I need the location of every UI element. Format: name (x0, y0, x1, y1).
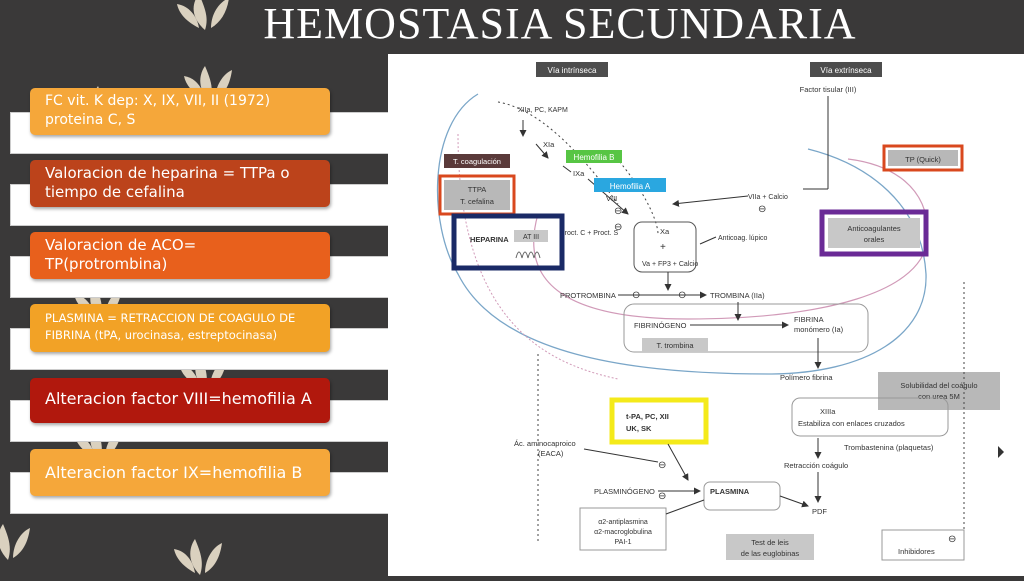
xiiia-label: XIIIa (820, 407, 836, 416)
list-item-plasmina: PLASMINA = RETRACCION DE COAGULO DE FIBR… (30, 304, 330, 352)
xiia-label: XIIa, PC, KAPM (518, 107, 568, 114)
pai-label: PAI-1 (615, 539, 632, 546)
ttpa-box (444, 180, 510, 210)
anticoag-orales-label: Anticoagulantes (847, 224, 901, 233)
antiplasmina-label: α2-antiplasmina (598, 519, 648, 526)
list-item-hemofilia-a: Alteracion factor VIII=hemofilia A (30, 378, 330, 423)
heparina-highlight-box (451, 213, 565, 271)
inhibitor-icon: ⊖ (658, 491, 666, 502)
t-trombina-label: T. trombina (656, 341, 694, 350)
xiiia-desc-label: Estabiliza con enlaces cruzados (798, 419, 905, 428)
inhibitor-icon: ⊖ (658, 460, 666, 471)
t-coagulacion-tag (444, 154, 510, 168)
list-item-heparina: Valoracion de heparina = TTPa o tiempo d… (30, 160, 330, 207)
heparina-label: HEPARINA (470, 235, 509, 244)
via-extrinseca-label: Vía extrínseca (820, 66, 872, 75)
prothrombinase-box (633, 221, 697, 273)
tp-quick-label: TP (Quick) (905, 155, 941, 164)
polimero-fibrina-label: Polímero fibrina (780, 373, 833, 382)
eaca-label: Ác. aminocaproico (514, 439, 576, 448)
list-item-aco: Valoracion de ACO= TP(protrombina) (30, 232, 330, 279)
at3-label: AT III (523, 234, 539, 241)
via-intrinseca-box (536, 62, 608, 77)
via-extrinseca-box (810, 62, 882, 77)
extrinsic-pathway-loop (533, 158, 929, 320)
macroglobulina-label: α2-macroglobulina (594, 529, 652, 536)
arrow-icon (998, 446, 1004, 458)
ttpa-cefalina-label: T. cefalina (460, 197, 495, 206)
plus-label: + (660, 242, 666, 253)
via-intrinseca-label: Vía intrínseca (548, 66, 597, 75)
test-euglobinas-label: de las euglobinas (741, 549, 800, 558)
solubilidad-box (878, 372, 1000, 410)
xia-label: XIa (543, 140, 555, 149)
plasmina-label: PLASMINA (710, 487, 750, 496)
inhibitor-icon: ⊖ (614, 206, 622, 217)
viii-label: VIII (606, 194, 617, 203)
fibrinogeno-label: FIBRINÓGENO (634, 321, 687, 330)
tp-quick-box (888, 150, 958, 166)
leaf-ornament-icon (174, 539, 222, 575)
trombina-label: TROMBINA (IIa) (710, 291, 765, 300)
at3-box (514, 230, 548, 242)
xa-label: Xa (660, 227, 670, 236)
tp-quick-highlight-box (882, 144, 964, 172)
viia-label: VIIa + Calcio (748, 194, 788, 201)
t-trombina-box (642, 338, 708, 352)
list-item-hemofilia-b: Alteracion factor IX=hemofilia B (30, 449, 330, 496)
t-coagulacion-label: T. coagulación (453, 157, 501, 166)
hemofilia-b-tag (566, 150, 622, 163)
common-pathway-loop (457, 133, 619, 380)
inhibidores-legend-box (881, 529, 965, 561)
trombastenina-label: Trombastenina (plaquetas) (844, 443, 934, 452)
hemofilia-a-tag (594, 178, 666, 192)
feedback-dotted-line (612, 153, 659, 235)
inhibitor-icon: ⊖ (758, 204, 766, 215)
ixa-label: IXa (573, 169, 585, 178)
anticoag-orales-box (828, 218, 920, 248)
anticoag-orales-label-2: orales (864, 235, 885, 244)
proct-c-label: Proct. C + Proct. S (560, 230, 618, 237)
coagulation-diagram-panel: Vía intrínseca Vía extrínseca Factor tis… (388, 54, 1024, 576)
coagulation-cascade-diagram: Vía intrínseca Vía extrínseca Factor tis… (436, 62, 1004, 561)
slide-title: HEMOSTASIA SECUNDARIA (263, 0, 857, 48)
xiiia-box (791, 397, 949, 437)
retraccion-label: Retracción coágulo (784, 461, 848, 470)
protrombina-label: PROTROMBINA (560, 291, 616, 300)
inhibidores-label: Inhibidores (898, 547, 935, 556)
leaf-ornament-icon (177, 0, 229, 30)
anticoag-orales-highlight-box (819, 209, 929, 257)
hemofilia-a-label: Hemofilia A (610, 182, 651, 191)
fibrina-label: FIBRINA (794, 315, 824, 324)
ttpa-label: TTPA (468, 185, 487, 194)
leaf-ornament-icon (0, 524, 30, 560)
fibrin-formation-box (623, 303, 869, 353)
test-euglobinas-box (726, 534, 814, 560)
tpa-highlight-box (609, 397, 709, 445)
tpa-label: t-PA, PC, XII (626, 412, 669, 421)
tpa-uk-sk-label: UK, SK (626, 424, 652, 433)
antiplasmina-box (579, 507, 667, 551)
solubilidad-urea-label: con urea 5M (918, 392, 960, 401)
va-label: Va + FP3 + Calcio (642, 261, 698, 268)
inhibitor-legend-icon: ⊖ (948, 534, 956, 545)
heparin-chain-icon (515, 251, 541, 259)
plasminogeno-label: PLASMINÓGENO (594, 487, 655, 496)
eaca-abbr-label: (EACA) (538, 449, 564, 458)
inhibitor-icon: ⊖ (614, 222, 622, 233)
factor-tisular-label: Factor tisular (III) (800, 85, 857, 94)
list-item-vitk: FC vit. K dep: X, IX, VII, II (1972) pro… (30, 88, 330, 135)
test-leis-label: Test de leis (751, 538, 789, 547)
solubilidad-label: Solubilidad del coágulo (900, 381, 977, 390)
fibrina-monomero-label: monómero (Ia) (794, 325, 844, 334)
hemofilia-b-label: Hemofilia B (574, 153, 615, 162)
pdf-label: PDF (812, 507, 827, 516)
anticoag-lupico-label: Anticoag. lúpico (718, 235, 768, 242)
